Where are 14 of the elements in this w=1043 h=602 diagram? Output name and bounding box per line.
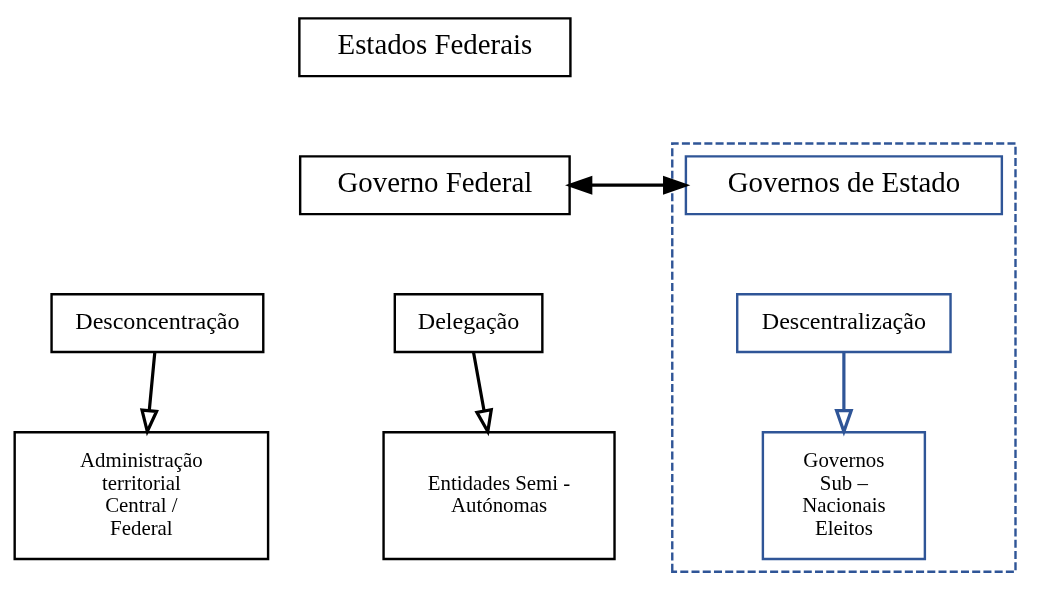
- node-box: Governos de Estado: [684, 154, 1004, 215]
- node-box: Administração territorial Central / Federal: [13, 430, 270, 560]
- arrow: [834, 352, 854, 436]
- node-box: Entidades Semi - Autónomas: [382, 430, 616, 560]
- arrow: [472, 351, 494, 436]
- arrow: [139, 352, 159, 436]
- node-box: Estados Federais: [298, 16, 572, 77]
- node-box: Delegação: [393, 292, 544, 353]
- node-box: Descentralização: [736, 292, 952, 353]
- cluster: [671, 141, 1017, 573]
- node-box: Governo Federal: [298, 154, 571, 215]
- arrow: [565, 175, 691, 195]
- node-box: Desconcentração: [50, 292, 265, 353]
- node-box: Governos Sub – Nacionais Eleitos: [761, 430, 927, 560]
